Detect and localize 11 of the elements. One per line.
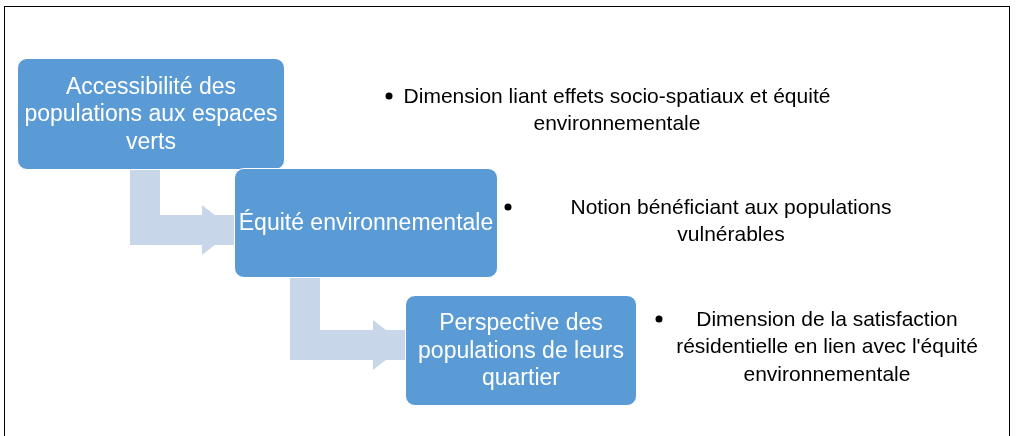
- bent-arrow: [290, 278, 405, 370]
- process-box: [405, 295, 637, 406]
- box-label: Perspective des populations de leurs quartier: [417, 309, 625, 392]
- bullet-text: Dimension liant effets socio-spatiaux et équité environnementale: [402, 83, 832, 137]
- process-box: [17, 58, 285, 170]
- box-label: Accessibilité des populations aux espaces verts: [23, 72, 279, 156]
- bent-arrow: [130, 170, 234, 255]
- process-box: [234, 168, 498, 278]
- box-label: Équité environnementale: [238, 209, 494, 237]
- bullet-text: Notion bénéficiant aux populations vulnérables: [569, 194, 893, 248]
- bullet-text: Dimension de la satisfaction résidentielle en lien avec l'équité environnementale: [675, 306, 979, 387]
